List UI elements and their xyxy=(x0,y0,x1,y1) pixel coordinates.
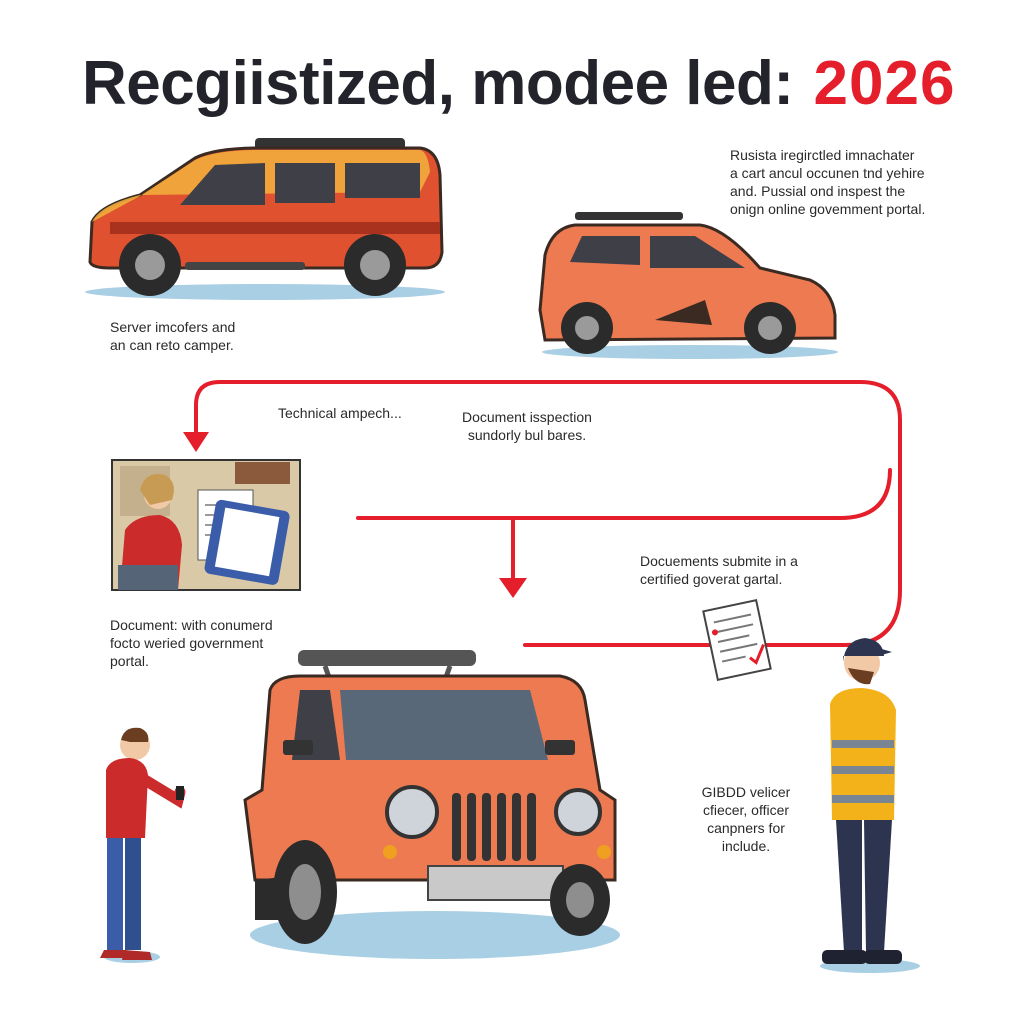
hatchback-icon xyxy=(538,212,838,359)
flow-lines xyxy=(194,380,902,647)
note-document-inspection: Document isspection sundorly bul bares. xyxy=(462,409,592,443)
note-gibdd-officer: GIBDD velicer cfiecer, officer canpners … xyxy=(701,784,791,854)
checkmark-icon xyxy=(749,644,765,665)
inspection-illustration xyxy=(111,459,301,591)
officer-icon xyxy=(820,638,920,973)
person-icon xyxy=(100,727,186,963)
note-document-portal: Document: with conumerd focto weried gov… xyxy=(110,617,273,669)
jeep-icon xyxy=(243,650,620,959)
note-technical: Technical ampech... xyxy=(278,405,402,421)
document-icon xyxy=(702,598,772,682)
title-year: 2026 xyxy=(813,49,956,118)
main-flow-loop xyxy=(194,380,902,647)
arrow-down-icon xyxy=(183,432,209,452)
note-top-right: Rusista iregirctled imnachater a cart an… xyxy=(730,147,926,217)
suv-icon xyxy=(85,138,445,300)
page-title: Recgiistized, modee led: 2026 xyxy=(82,44,955,124)
middle-flow-line xyxy=(356,468,892,520)
arrow-down-icon xyxy=(499,578,527,598)
note-left-car: Server imcofers and an can reto camper. xyxy=(110,319,236,353)
note-documents-submitted: Docuements submite in a certified govera… xyxy=(640,553,798,587)
title-main: Recgiistized, modee led: xyxy=(82,49,794,118)
